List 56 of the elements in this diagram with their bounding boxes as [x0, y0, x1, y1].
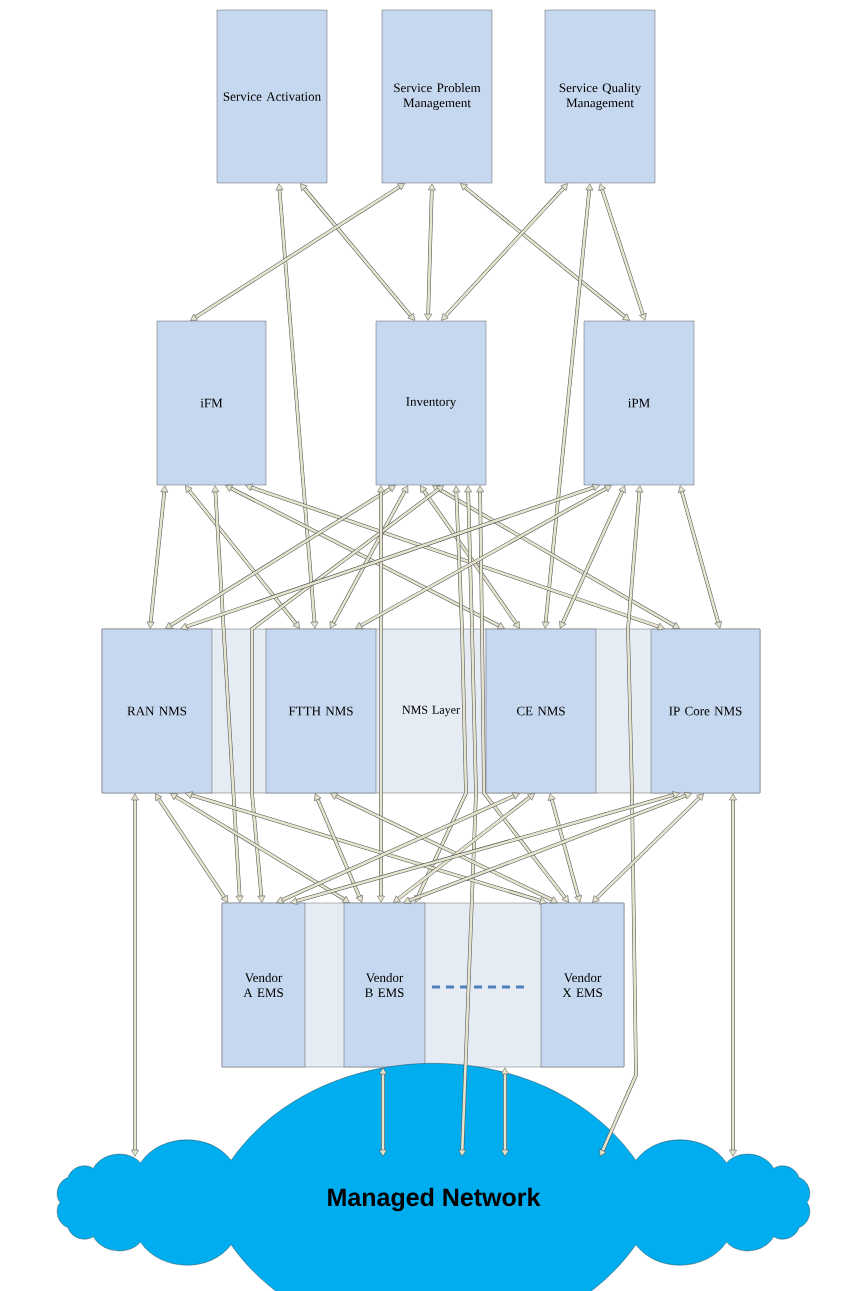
arrow: [458, 485, 478, 1157]
arrow: [729, 793, 737, 1157]
arrow: [678, 485, 722, 629]
arrow: [460, 183, 630, 321]
arrow: [165, 485, 396, 629]
arrow: [190, 183, 405, 321]
arrow: [225, 484, 505, 630]
box: Vendor X EMS: [540, 902, 625, 1068]
box: Vendor A EMS: [221, 902, 306, 1068]
arrow: [314, 793, 363, 903]
arrow: [424, 183, 436, 321]
arrow: [501, 1067, 509, 1157]
arrow: [170, 793, 350, 903]
cloud: Managed Network: [56, 1063, 811, 1291]
arrow: [330, 792, 558, 904]
box: Vendor B EMS: [343, 902, 426, 1068]
arrow: [245, 483, 665, 631]
arrow: [548, 793, 582, 903]
arrow: [598, 183, 647, 321]
arrow: [185, 791, 547, 905]
arrow: [211, 485, 244, 903]
arrow: [275, 183, 319, 629]
box: Service Problem Management: [381, 9, 493, 184]
arrow: [403, 791, 692, 905]
arrow: [559, 485, 626, 629]
arrow: [329, 485, 409, 629]
arrow: [420, 485, 520, 629]
arrow: [146, 485, 169, 629]
box: iPM: [583, 320, 695, 486]
arrow: [541, 183, 594, 629]
arrow: [300, 183, 415, 321]
arrow: [180, 483, 600, 631]
arrow: [185, 485, 300, 629]
box: Service Activation: [216, 9, 328, 184]
arrow: [155, 793, 228, 903]
arrow: [379, 1067, 387, 1157]
arrow: [276, 792, 520, 904]
arrow: [414, 485, 468, 903]
box: RAN NMS: [101, 628, 213, 794]
arrow: [476, 485, 569, 903]
arrow: [592, 793, 704, 903]
arrow: [290, 791, 680, 905]
box: Service Quality Management: [544, 9, 656, 184]
arrow: [441, 183, 568, 321]
box: iFM: [156, 320, 267, 486]
arrow: [393, 793, 535, 903]
box: IP Core NMS: [650, 628, 761, 794]
arrow: [355, 485, 612, 629]
arrow: [131, 793, 139, 1157]
box: CE NMS: [485, 628, 597, 794]
arrow: [250, 485, 444, 903]
arrow: [377, 485, 385, 903]
arrow: [599, 485, 644, 1157]
box: FTTH NMS: [265, 628, 377, 794]
arrow: [432, 485, 680, 629]
box: Inventory: [375, 320, 487, 486]
